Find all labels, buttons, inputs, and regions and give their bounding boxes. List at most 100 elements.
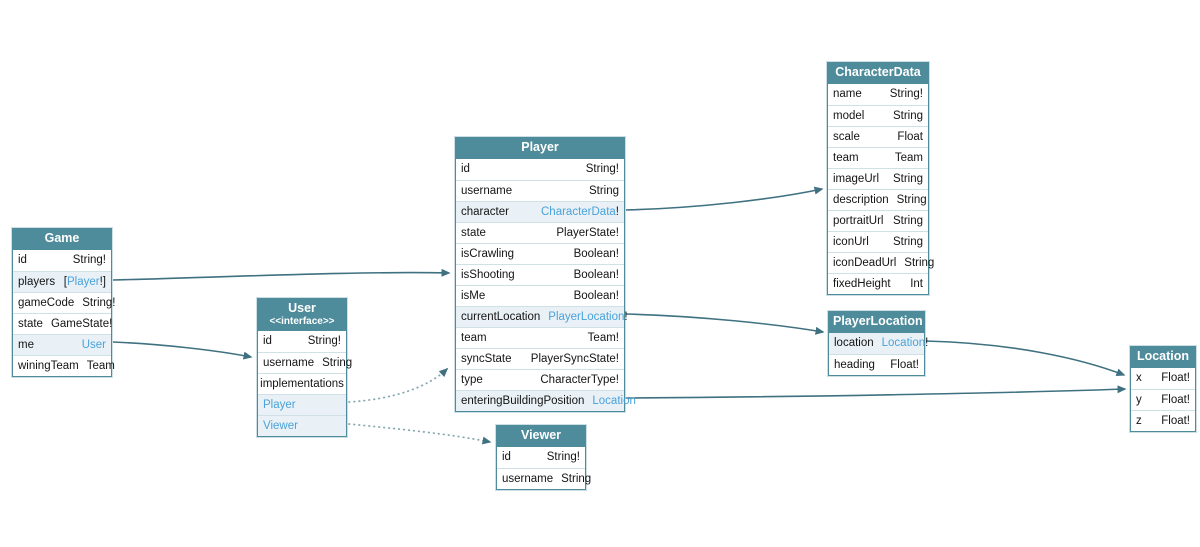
row-player-currentLocation[interactable]: currentLocation PlayerLocation! <box>456 305 628 327</box>
row-game-players[interactable]: players[Player!] <box>13 270 111 292</box>
field-name: id <box>502 451 511 464</box>
field-type: String <box>322 356 353 369</box>
row-player-username[interactable]: username String <box>456 179 624 201</box>
field-name: username <box>461 184 513 197</box>
type-node-header-user[interactable]: User <<interface>> <box>258 299 346 331</box>
type-title: CharacterData <box>835 65 921 79</box>
field-name: enteringBuildingPosition <box>461 394 585 407</box>
row-user-Viewer[interactable]: Viewer <box>258 414 346 436</box>
field-name: id <box>18 254 27 267</box>
row-characterdata-description[interactable]: description String <box>828 188 928 210</box>
type-link[interactable]: Location <box>592 394 636 407</box>
field-type: CharacterType! <box>540 373 619 386</box>
implementation-link[interactable]: Viewer <box>263 419 298 432</box>
type-title: Viewer <box>520 428 562 442</box>
field-type: String! <box>72 254 106 267</box>
field-name: id <box>461 163 470 176</box>
field-name: y <box>1136 393 1142 406</box>
field-type: String! <box>82 296 116 309</box>
field-name: gameCode <box>18 296 75 309</box>
field-name: character <box>461 205 509 218</box>
type-link[interactable]: Location <box>881 337 926 350</box>
field-name: team <box>461 331 487 344</box>
type-link[interactable]: User <box>81 338 106 351</box>
field-type: String! <box>546 451 580 464</box>
type-link[interactable]: Player <box>67 275 100 288</box>
field-type[interactable]: User <box>82 339 106 351</box>
field-name: username <box>502 472 554 485</box>
row-game-id[interactable]: id String! <box>13 249 111 271</box>
field-type[interactable]: CharacterData! <box>541 205 619 218</box>
type-node-header-characterdata[interactable]: CharacterData <box>828 63 928 84</box>
row-viewer-id[interactable]: id String! <box>497 446 585 468</box>
type-node-header-viewer[interactable]: Viewer <box>497 426 585 447</box>
field-type[interactable]: PlayerLocation! <box>548 310 628 323</box>
field-name: isMe <box>461 289 486 302</box>
field-type[interactable]: Location! <box>881 337 929 350</box>
field-name: username <box>263 356 315 369</box>
type-node-header-playerlocation[interactable]: PlayerLocation <box>829 312 924 333</box>
field-type: PlayerSyncState! <box>530 352 619 365</box>
field-type: String <box>904 256 935 269</box>
type-subtitle: <<interface>> <box>269 315 335 327</box>
field-name: currentLocation <box>461 310 541 323</box>
type-title: Location <box>1136 349 1190 363</box>
row-player-enteringBuildingPosition[interactable]: enteringBuildingPosition Location <box>456 389 636 411</box>
type-node-header-location[interactable]: Location <box>1131 347 1195 368</box>
type-title: User <box>288 301 316 315</box>
field-type[interactable]: [Player!] <box>63 275 106 288</box>
field-name: x <box>1136 372 1142 385</box>
field-type: Boolean! <box>573 289 619 302</box>
edge-player-enteringbuildingposition-to-location <box>625 385 1127 399</box>
row-user-Player[interactable]: Player <box>258 393 346 415</box>
row-user-username[interactable]: username String <box>258 351 352 373</box>
field-type: Int <box>910 277 923 290</box>
field-type[interactable]: Location <box>592 395 635 407</box>
field-type: String <box>588 184 619 197</box>
type-link[interactable]: CharacterData <box>541 205 616 218</box>
field-type: String <box>896 193 927 206</box>
type-title: Player <box>521 140 559 154</box>
type-node-header-game[interactable]: Game <box>13 229 111 250</box>
field-name: state <box>18 317 43 330</box>
edge-game-me-to-user <box>112 341 253 360</box>
row-player-character[interactable]: character CharacterData! <box>456 200 624 222</box>
field-name: description <box>833 193 889 206</box>
field-name: isShooting <box>461 268 515 281</box>
section-row-implementations[interactable]: implementations <box>258 372 346 394</box>
row-game-gameCode[interactable]: gameCode String! <box>13 291 116 313</box>
type-node-header-player[interactable]: Player <box>456 138 624 159</box>
implementation-link[interactable]: Player <box>263 398 296 411</box>
edge-playerlocation-location-to-location <box>924 340 1126 377</box>
row-player-isMe[interactable]: isMe Boolean! <box>456 284 624 306</box>
type-link[interactable]: PlayerLocation <box>548 310 625 323</box>
